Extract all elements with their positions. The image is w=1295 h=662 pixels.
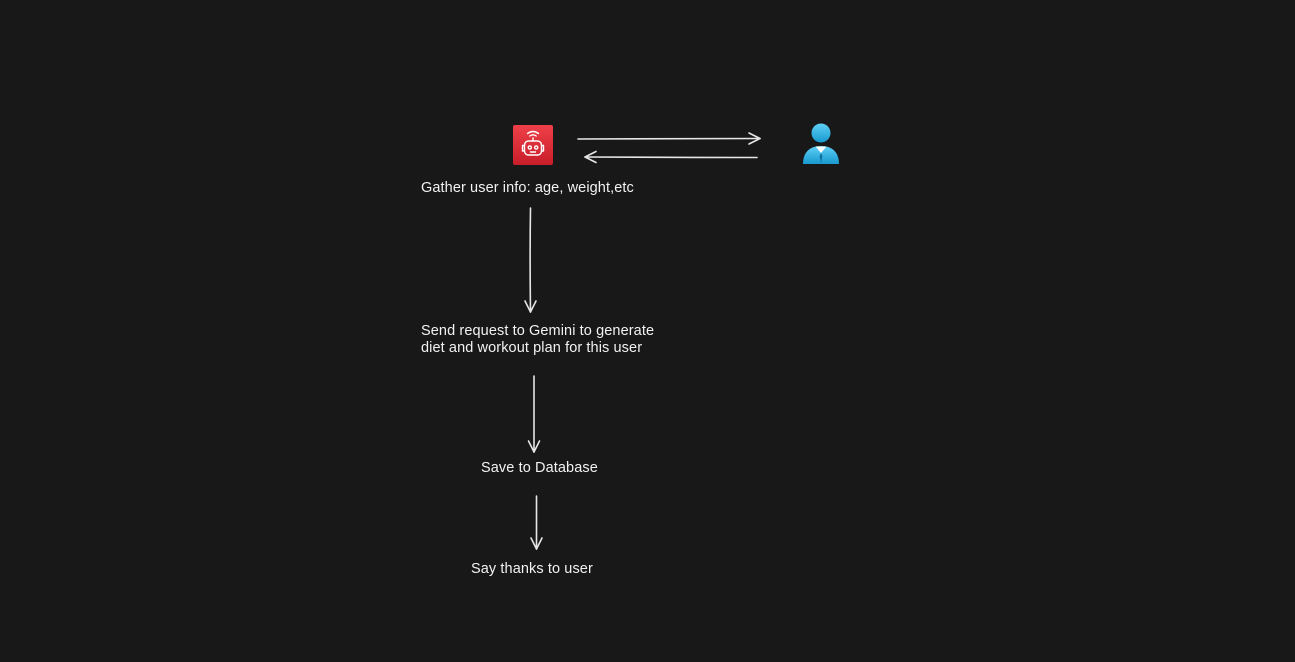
bot-to-user-arrow [577, 132, 761, 145]
step-say-thanks: Say thanks to user [471, 561, 593, 577]
step-send-request-line-2: diet and workout plan for this user [421, 340, 643, 356]
step-save-to-database: Save to Database [481, 460, 598, 476]
send-to-save-arrow [527, 375, 541, 453]
step-send-request-line-1: Send request to Gemini to generate [421, 323, 655, 339]
user-avatar-icon [800, 122, 842, 166]
user-to-bot-arrow [584, 150, 758, 164]
robot-assistant-icon [513, 125, 553, 165]
save-to-thanks-arrow [530, 495, 543, 550]
gather-to-send-arrow [524, 207, 537, 313]
step-gather-user-info: Gather user info: age, weight,etc [421, 180, 634, 196]
